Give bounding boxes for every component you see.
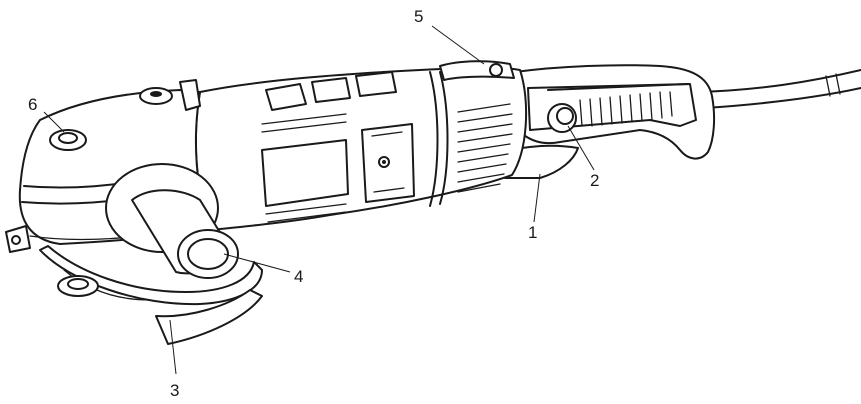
handle-grip-ribs bbox=[579, 91, 673, 127]
callout-leaders bbox=[43, 25, 595, 375]
rear-handle bbox=[514, 64, 716, 160]
lock-on-button bbox=[547, 103, 577, 133]
side-handle bbox=[105, 163, 239, 279]
ventilation-slots bbox=[457, 103, 513, 193]
callout-2: 2 bbox=[590, 171, 599, 190]
spindle-flange bbox=[57, 275, 99, 297]
power-cord bbox=[699, 69, 861, 109]
callout-3: 3 bbox=[170, 381, 179, 400]
on-off-switch bbox=[504, 144, 579, 179]
callout-5: 5 bbox=[414, 7, 423, 26]
callout-6: 6 bbox=[28, 95, 37, 114]
callout-1: 1 bbox=[528, 223, 537, 242]
callout-4: 4 bbox=[294, 267, 303, 286]
callout-labels: 1 2 3 4 5 6 bbox=[28, 7, 599, 400]
motor-housing bbox=[194, 60, 528, 231]
